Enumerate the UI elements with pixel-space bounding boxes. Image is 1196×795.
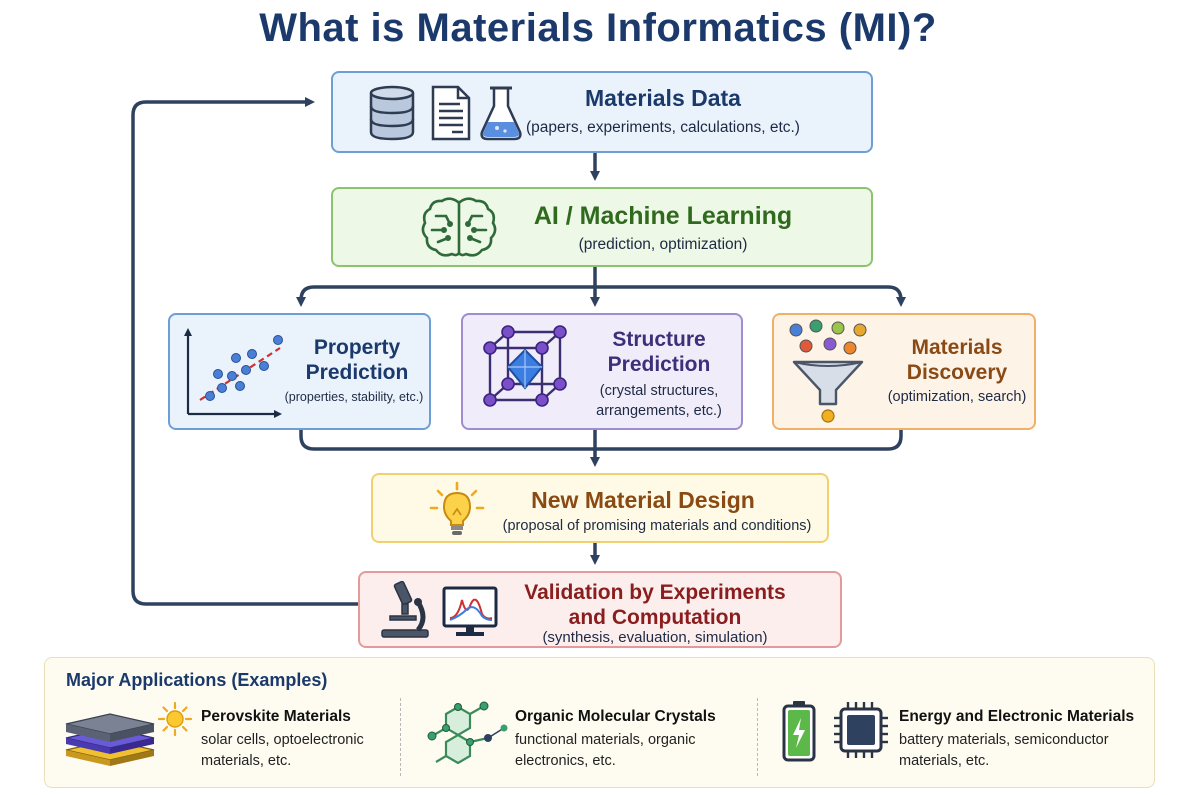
structure-prediction-subtitle-1: (crystal structures,	[599, 383, 719, 399]
new-material-design-subtitle: (proposal of promising materials and con…	[502, 518, 812, 534]
materials-data-title: Materials Data	[585, 85, 741, 111]
molecule-icon	[427, 701, 508, 765]
battery-icon	[782, 701, 816, 762]
application-item-energy: Energy and Electronic Materials battery …	[899, 708, 1149, 772]
application-item-perovskite: Perovskite Materials solar cells, optoel…	[201, 708, 391, 772]
machine-learning-subtitle: (prediction, optimization)	[578, 236, 748, 253]
applications-heading: Major Applications (Examples)	[66, 670, 328, 690]
lightbulb-icon	[429, 481, 485, 535]
validation-title-1: Validation by Experiments	[524, 581, 786, 604]
merge-connector	[299, 428, 903, 451]
machine-learning-title: AI / Machine Learning	[533, 202, 793, 230]
structure-prediction-title-1: Structure	[612, 328, 706, 351]
application-desc-1: battery materials, semiconductor	[899, 732, 1109, 748]
application-desc-2: materials, etc.	[899, 753, 990, 769]
application-title: Organic Molecular Crystals	[515, 708, 716, 725]
microchip-icon	[834, 702, 888, 758]
crystal-lattice-icon	[483, 325, 567, 407]
microscope-icon	[381, 580, 429, 638]
validation-title-2: and Computation	[568, 606, 742, 629]
application-title: Energy and Electronic Materials	[899, 708, 1135, 725]
feedback-loop	[131, 97, 360, 606]
application-title: Perovskite Materials	[201, 708, 351, 725]
document-icon	[431, 85, 471, 141]
divider	[400, 698, 401, 776]
validation-box: Validation by Experiments and Computatio…	[358, 571, 842, 648]
perovskite-layers-icon	[65, 713, 155, 766]
structure-prediction-title-2: Prediction	[607, 353, 711, 376]
sun-icon	[157, 701, 193, 737]
materials-discovery-title-1: Materials	[911, 336, 1003, 359]
application-desc-2: materials, etc.	[201, 753, 292, 769]
materials-discovery-title-2: Discovery	[906, 361, 1008, 384]
computer-monitor-icon	[442, 586, 498, 636]
flask-icon	[480, 86, 522, 141]
database-icon	[369, 85, 415, 141]
property-prediction-title-1: Property	[313, 336, 401, 359]
page-title: What is Materials Informatics (MI)?	[259, 6, 937, 50]
branch-connector	[299, 285, 903, 302]
property-prediction-subtitle: (properties, stability, etc.)	[284, 390, 424, 404]
application-item-organic: Organic Molecular Crystals functional ma…	[515, 708, 751, 772]
funnel-icon	[789, 319, 867, 423]
materials-discovery-subtitle: (optimization, search)	[887, 389, 1027, 405]
application-desc-1: solar cells, optoelectronic	[201, 732, 364, 748]
scatter-plot-icon	[184, 328, 283, 418]
property-prediction-title-2: Prediction	[305, 361, 409, 384]
validation-subtitle: (synthesis, evaluation, simulation)	[542, 629, 768, 646]
materials-data-subtitle: (papers, experiments, calculations, etc.…	[526, 119, 800, 136]
brain-icon	[421, 197, 497, 257]
application-desc-2: electronics, etc.	[515, 753, 616, 769]
machine-learning-box: AI / Machine Learning (prediction, optim…	[331, 187, 873, 267]
materials-data-box: Materials Data (papers, experiments, cal…	[331, 71, 873, 153]
property-prediction-box: Property Prediction (properties, stabili…	[168, 313, 431, 430]
new-material-design-title: New Material Design	[531, 487, 755, 513]
application-desc-1: functional materials, organic	[515, 732, 696, 748]
structure-prediction-subtitle-2: arrangements, etc.)	[596, 403, 722, 419]
divider	[757, 698, 758, 776]
applications-panel: Major Applications (Examples) Perovskite…	[44, 657, 1155, 788]
